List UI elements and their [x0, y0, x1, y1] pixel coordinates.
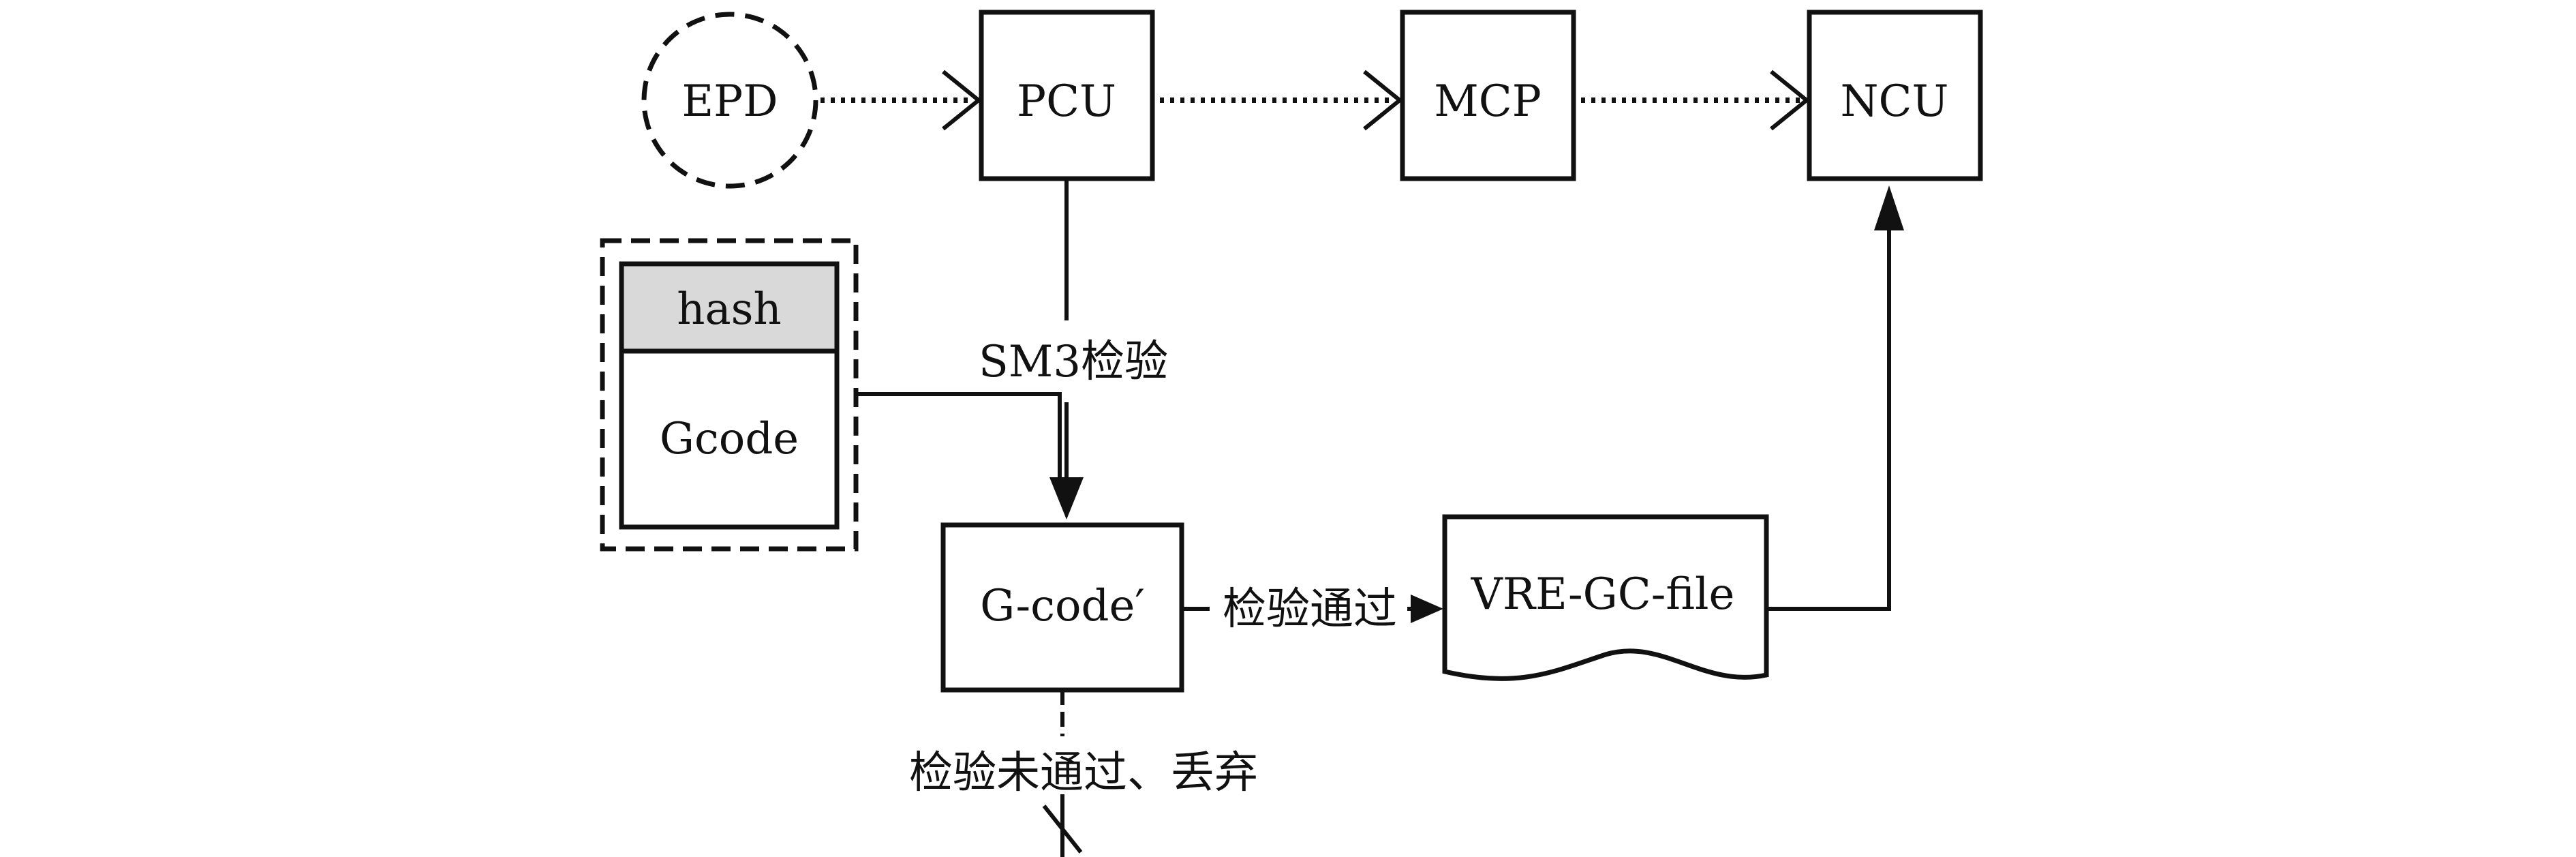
- mcp-node: MCP: [1400, 10, 1576, 181]
- epd-label: EPD: [681, 76, 778, 127]
- epd-to-pcu-edge: [821, 70, 982, 131]
- check-passed-edge: [1182, 595, 1443, 623]
- gcode-prime-label: G-code′: [980, 581, 1145, 631]
- pcu-to-gcode-prime-edge: [1049, 179, 1084, 520]
- check-failed-edge: [1042, 690, 1083, 857]
- epd-node: EPD: [641, 12, 818, 189]
- pcu-label: PCU: [1017, 76, 1116, 127]
- pcu-to-mcp-edge: [1160, 70, 1403, 131]
- ncu-node: NCU: [1807, 10, 1983, 181]
- gcode-prime-node: G-code′: [940, 522, 1184, 693]
- ncu-label: NCU: [1841, 76, 1949, 127]
- vre-to-ncu-edge: [1766, 185, 1904, 611]
- check-passed-label: 检验通过: [1223, 584, 1397, 635]
- signed-gcode-package: hash Gcode: [600, 238, 859, 552]
- pcu-node: PCU: [979, 10, 1155, 181]
- check-failed-label: 检验未通过、丢弃: [909, 748, 1258, 798]
- vre-gc-file-node: VRE-GC-file: [1442, 514, 1769, 681]
- vre-gc-file-label: VRE-GC-file: [1471, 569, 1735, 620]
- gcode-to-check-edge: [856, 392, 1062, 477]
- hash-label: hash: [677, 284, 781, 335]
- sm3-check-label: SM3检验: [979, 337, 1168, 387]
- mcp-to-ncu-edge: [1581, 70, 1810, 131]
- gcode-label: Gcode: [660, 414, 799, 464]
- mcp-label: MCP: [1434, 76, 1542, 127]
